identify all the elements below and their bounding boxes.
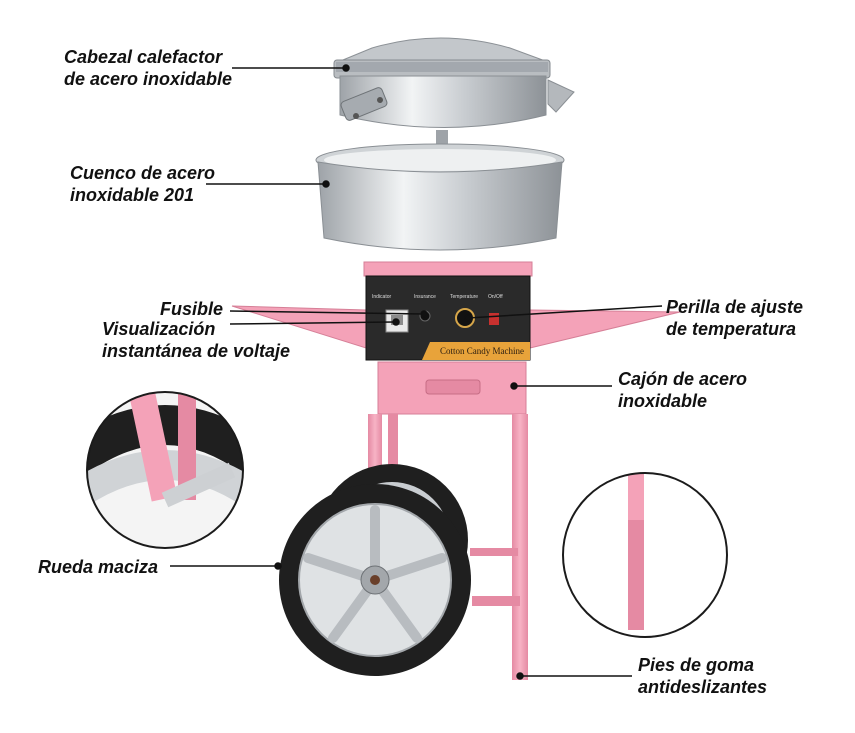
callout-heating-head-line2: de acero inoxidable xyxy=(64,69,233,89)
heating-head xyxy=(333,37,575,146)
panel-insurance-label: Insurance xyxy=(414,294,436,300)
panel-indicator-label: Indicator xyxy=(372,294,392,300)
callout-bowl-line2: inoxidable 201 xyxy=(70,185,195,205)
solid-wheels xyxy=(279,464,471,676)
callout-fuse: Fusible xyxy=(160,298,223,320)
callout-wheel-line1: Rueda maciza xyxy=(38,557,159,577)
callout-bowl-line1: Cuenco de acero xyxy=(70,163,216,183)
callout-knob-line2: de temperatura xyxy=(666,319,797,339)
callout-heating-head: Cabezal calefactor de acero inoxidable xyxy=(64,46,232,90)
panel-temperature-label: Temperature xyxy=(450,294,479,300)
callout-voltage-line1: Visualización xyxy=(102,319,216,339)
wheel-zoom-inset xyxy=(86,391,244,549)
callout-feet-line1: Pies de goma xyxy=(638,655,755,675)
steel-bowl xyxy=(315,143,565,251)
callout-drawer: Cajón de acero inoxidable xyxy=(618,368,747,412)
callout-heating-head-line1: Cabezal calefactor xyxy=(64,47,223,67)
panel-onoff-label: On/Off xyxy=(488,294,503,300)
cart-body xyxy=(231,261,681,680)
callout-drawer-line1: Cajón de acero xyxy=(618,369,748,389)
callout-feet: Pies de goma antideslizantes xyxy=(638,654,767,698)
callout-bowl: Cuenco de acero inoxidable 201 xyxy=(70,162,215,206)
leader-lines xyxy=(170,64,663,680)
callout-fuse-line1: Fusible xyxy=(160,299,224,319)
callout-voltage-line2: instantánea de voltaje xyxy=(102,341,291,361)
brand-label: Cotton Candy Machine xyxy=(440,346,524,356)
callout-drawer-line2: inoxidable xyxy=(618,391,708,411)
callout-knob-line1: Perilla de ajuste xyxy=(666,297,804,317)
callout-temperature-knob: Perilla de ajuste de temperatura xyxy=(666,296,803,340)
feet-zoom-inset xyxy=(562,472,728,638)
callout-voltage: Visualización instantánea de voltaje xyxy=(102,318,290,362)
callout-wheel: Rueda maciza xyxy=(38,556,158,578)
callout-feet-line2: antideslizantes xyxy=(638,677,768,697)
